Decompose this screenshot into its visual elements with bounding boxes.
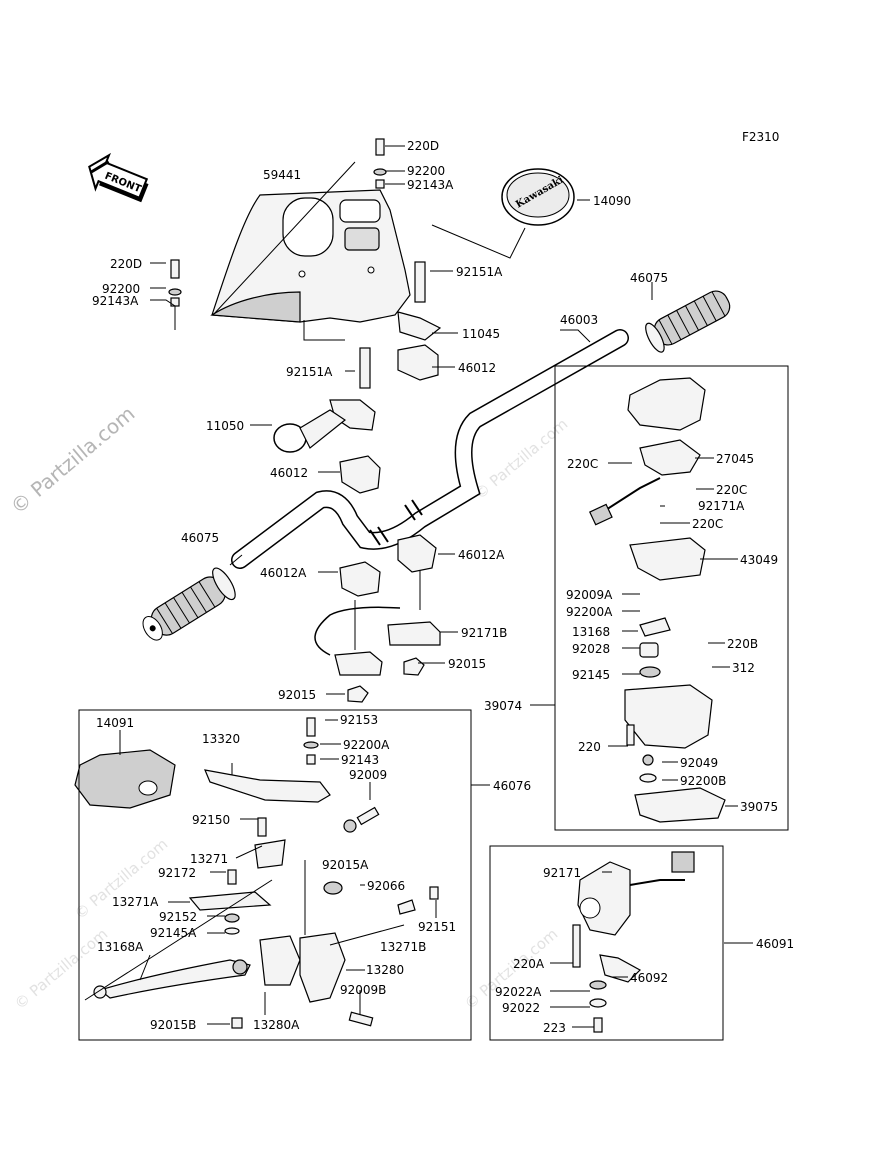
part-label: 46012 <box>270 466 308 480</box>
part-label: 46075 <box>181 531 219 545</box>
front-arrow-icon: FRONT <box>88 152 149 203</box>
part-label: 220B <box>727 637 758 651</box>
part-label: 92145A <box>150 926 197 940</box>
watermark: © Partzilla.com <box>471 415 571 503</box>
part-label: 92151A <box>286 365 333 379</box>
fasteners-top <box>168 138 387 307</box>
part-label: 92171B <box>461 626 507 640</box>
part-label: 92171A <box>698 499 745 513</box>
part-label: 13168 <box>572 625 610 639</box>
part-label: 92200A <box>343 738 390 752</box>
part-label: 92200B <box>680 774 726 788</box>
grip-left <box>142 567 236 641</box>
part-label: 92049 <box>680 756 718 770</box>
part-label: 46092 <box>630 971 668 985</box>
part-label: 14090 <box>593 194 631 208</box>
watermark: © Partzilla.com <box>11 925 111 1013</box>
part-label: 13280 <box>366 963 404 977</box>
part-label: 92151 <box>418 920 456 934</box>
part-label: 312 <box>732 661 755 675</box>
emblem: Kawasaki <box>501 168 575 226</box>
switch-box <box>489 845 724 1041</box>
part-label: 27045 <box>716 452 754 466</box>
part-label: 46076 <box>493 779 531 793</box>
part-label: 46091 <box>756 937 794 951</box>
handlebar-clamps <box>273 261 442 597</box>
lever-assembly <box>74 717 439 1029</box>
part-label: 46012A <box>458 548 505 562</box>
part-label: 39074 <box>484 699 522 713</box>
part-label: 220C <box>716 483 747 497</box>
part-label: 92022 <box>502 1001 540 1015</box>
part-label: 11050 <box>206 419 244 433</box>
part-label: 13280A <box>253 1018 300 1032</box>
part-label: 39075 <box>740 800 778 814</box>
part-label: 220A <box>513 957 545 971</box>
grip-right <box>645 290 731 353</box>
throttle-assembly <box>588 377 726 823</box>
cable-clamps <box>314 606 441 703</box>
part-label: 14091 <box>96 716 134 730</box>
part-label: 11045 <box>462 327 500 341</box>
throttle-box <box>554 365 789 831</box>
meter-cover <box>210 189 411 323</box>
figure-code: F2310 <box>742 130 779 144</box>
part-label: 92171 <box>543 866 581 880</box>
part-label: 59441 <box>263 168 301 182</box>
leader-lines <box>84 145 753 1028</box>
part-label: 92150 <box>192 813 230 827</box>
part-label: 13271B <box>380 940 426 954</box>
part-label: 92015 <box>278 688 316 702</box>
part-label: 92009B <box>340 983 386 997</box>
part-label: 92151A <box>456 265 503 279</box>
part-label: 13320 <box>202 732 240 746</box>
part-label: 220D <box>110 257 142 271</box>
part-label: 92143A <box>407 178 454 192</box>
part-label: 92200 <box>407 164 445 178</box>
part-label: 220D <box>407 139 439 153</box>
part-label: 92145 <box>572 668 610 682</box>
part-label: 92015A <box>322 858 369 872</box>
part-labels: 220D 92200 92143A 59441 14090 220D 92200… <box>92 139 794 1035</box>
part-label: 92015B <box>150 1018 196 1032</box>
part-label: 13168A <box>97 940 144 954</box>
part-label: 92009A <box>566 588 613 602</box>
part-label: 13271A <box>112 895 159 909</box>
part-label: 92172 <box>158 866 196 880</box>
part-label: 223 <box>543 1021 566 1035</box>
watermark: © Partzilla.com <box>461 925 561 1013</box>
part-label: 92200A <box>566 605 613 619</box>
watermark: © Partzilla.com <box>71 835 171 923</box>
part-label: 46012A <box>260 566 307 580</box>
handlebar <box>231 329 629 569</box>
part-label: 92066 <box>367 879 405 893</box>
watermark: © Partzilla.com <box>6 401 140 519</box>
part-label: 13271 <box>190 852 228 866</box>
part-label: 46012 <box>458 361 496 375</box>
lever-box <box>78 709 472 1041</box>
part-label: 92200 <box>102 282 140 296</box>
part-label: 92009 <box>349 768 387 782</box>
part-label: 46003 <box>560 313 598 327</box>
part-label: 220 <box>578 740 601 754</box>
part-label: 92028 <box>572 642 610 656</box>
part-label: 46075 <box>630 271 668 285</box>
part-label: 92153 <box>340 713 378 727</box>
part-label: 220C <box>692 517 723 531</box>
part-label: 92022A <box>495 985 542 999</box>
part-label: 92143A <box>92 294 139 308</box>
part-label: 92015 <box>448 657 486 671</box>
part-label: 92152 <box>159 910 197 924</box>
switch-assembly <box>572 851 695 1033</box>
part-label: 43049 <box>740 553 778 567</box>
part-label: 92143 <box>341 753 379 767</box>
part-label: 220C <box>567 457 598 471</box>
